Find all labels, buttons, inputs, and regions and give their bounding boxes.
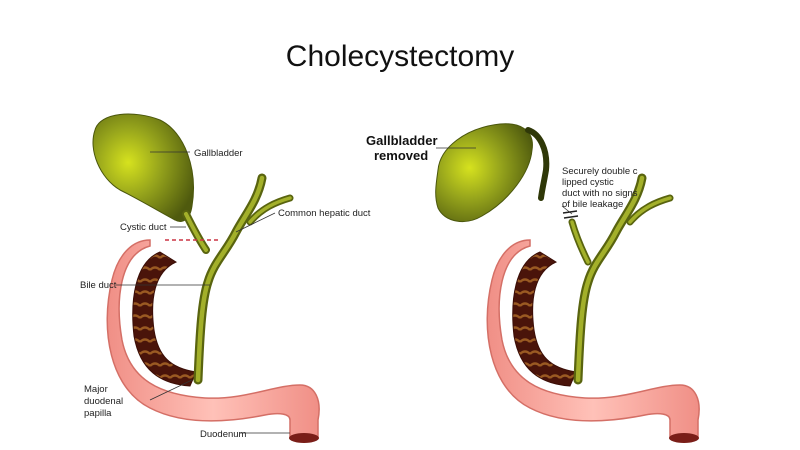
ducts-right <box>568 173 674 385</box>
label-clip-1: Securely double c <box>562 166 638 177</box>
label-cystic-duct: Cystic duct <box>120 222 167 233</box>
surgical-clips <box>562 210 579 219</box>
label-papilla-2: duodenal <box>84 396 123 407</box>
label-gallbladder-removed-1: Gallbladder <box>366 133 438 148</box>
label-gallbladder-removed-2: removed <box>374 148 428 163</box>
left-diagram: Gallbladder Cystic duct Common hepatic d… <box>80 113 371 443</box>
label-papilla-1: Major <box>84 384 108 395</box>
label-duodenum: Duodenum <box>200 429 247 440</box>
removed-cystic-stump <box>525 127 550 201</box>
gallbladder-removed <box>435 123 533 223</box>
label-gallbladder: Gallbladder <box>194 148 243 159</box>
diagram-title: Cholecystectomy <box>285 40 515 73</box>
right-diagram: Gallbladder removed Securely double c li… <box>366 123 700 443</box>
label-clip-4: of bile leakage <box>562 199 623 210</box>
duodenum-right <box>486 239 700 443</box>
label-clip-2: lipped cystic <box>562 177 614 188</box>
ducts-left <box>182 173 294 385</box>
label-common-hepatic-duct: Common hepatic duct <box>278 208 371 219</box>
duodenum-left <box>106 239 320 443</box>
label-papilla-3: papilla <box>84 408 112 419</box>
label-clip-3: duct with no signs <box>562 188 638 199</box>
label-bile-duct: Bile duct <box>80 280 117 291</box>
gallbladder-left <box>92 113 194 222</box>
